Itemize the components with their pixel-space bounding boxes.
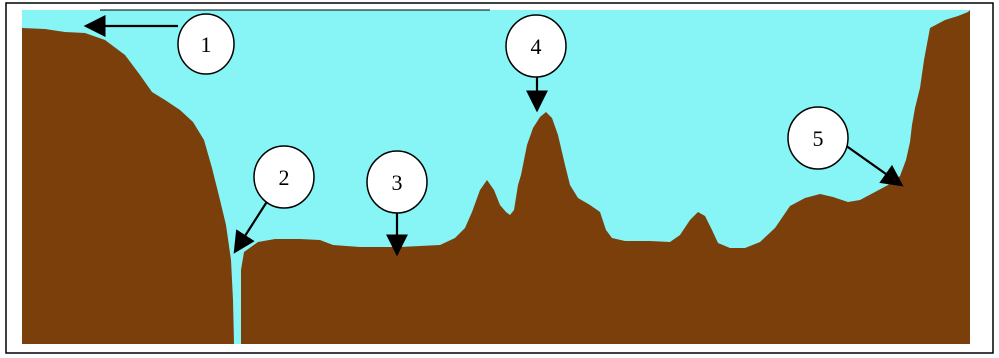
callout-3-label: 3 <box>392 170 403 195</box>
callout-2-label: 2 <box>279 165 290 190</box>
callout-5-label: 5 <box>813 126 824 151</box>
trench-water <box>234 255 241 344</box>
callout-1-label: 1 <box>201 32 212 57</box>
callout-4-label: 4 <box>531 34 542 59</box>
